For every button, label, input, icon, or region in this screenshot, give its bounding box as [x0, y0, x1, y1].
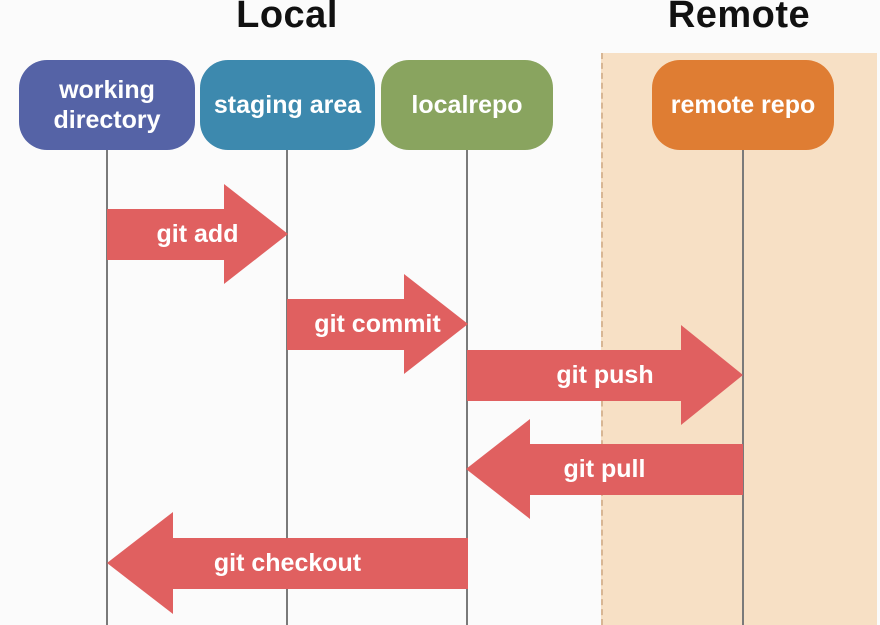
node-staging-area: staging area	[200, 60, 375, 150]
arrow-git-pull: git pull	[466, 419, 743, 519]
local-section-title: Local	[236, 0, 338, 36]
arrow-right-head-icon	[404, 274, 468, 374]
lifeline-staging-area	[286, 148, 288, 625]
arrow-git-pull-shaft	[530, 444, 743, 495]
remote-section-title: Remote	[667, 0, 811, 36]
arrow-git-checkout: git checkout	[107, 512, 468, 614]
lifeline-working-directory	[106, 148, 108, 625]
lifeline-remote-repo	[742, 148, 744, 625]
arrow-git-add: git add	[107, 184, 288, 284]
node-localrepo-label: localrepo	[411, 91, 523, 119]
node-remote-repo: remote repo	[652, 60, 834, 150]
node-working-directory: working directory	[19, 60, 195, 150]
node-working-directory-label: working directory	[53, 76, 161, 134]
arrow-right-head-icon	[681, 325, 743, 425]
arrow-right-head-icon	[224, 184, 288, 284]
arrow-git-add-shaft	[107, 209, 224, 260]
node-localrepo: localrepo	[381, 60, 553, 150]
arrow-left-head-icon	[107, 512, 173, 614]
node-staging-area-label: staging area	[213, 91, 362, 119]
arrow-left-head-icon	[466, 419, 530, 519]
arrow-git-commit: git commit	[287, 274, 468, 374]
arrow-git-push: git push	[467, 325, 743, 425]
arrow-git-commit-shaft	[287, 299, 404, 350]
node-remote-repo-label: remote repo	[670, 91, 816, 119]
arrow-git-checkout-shaft	[173, 538, 468, 589]
arrow-git-push-shaft	[467, 350, 681, 401]
